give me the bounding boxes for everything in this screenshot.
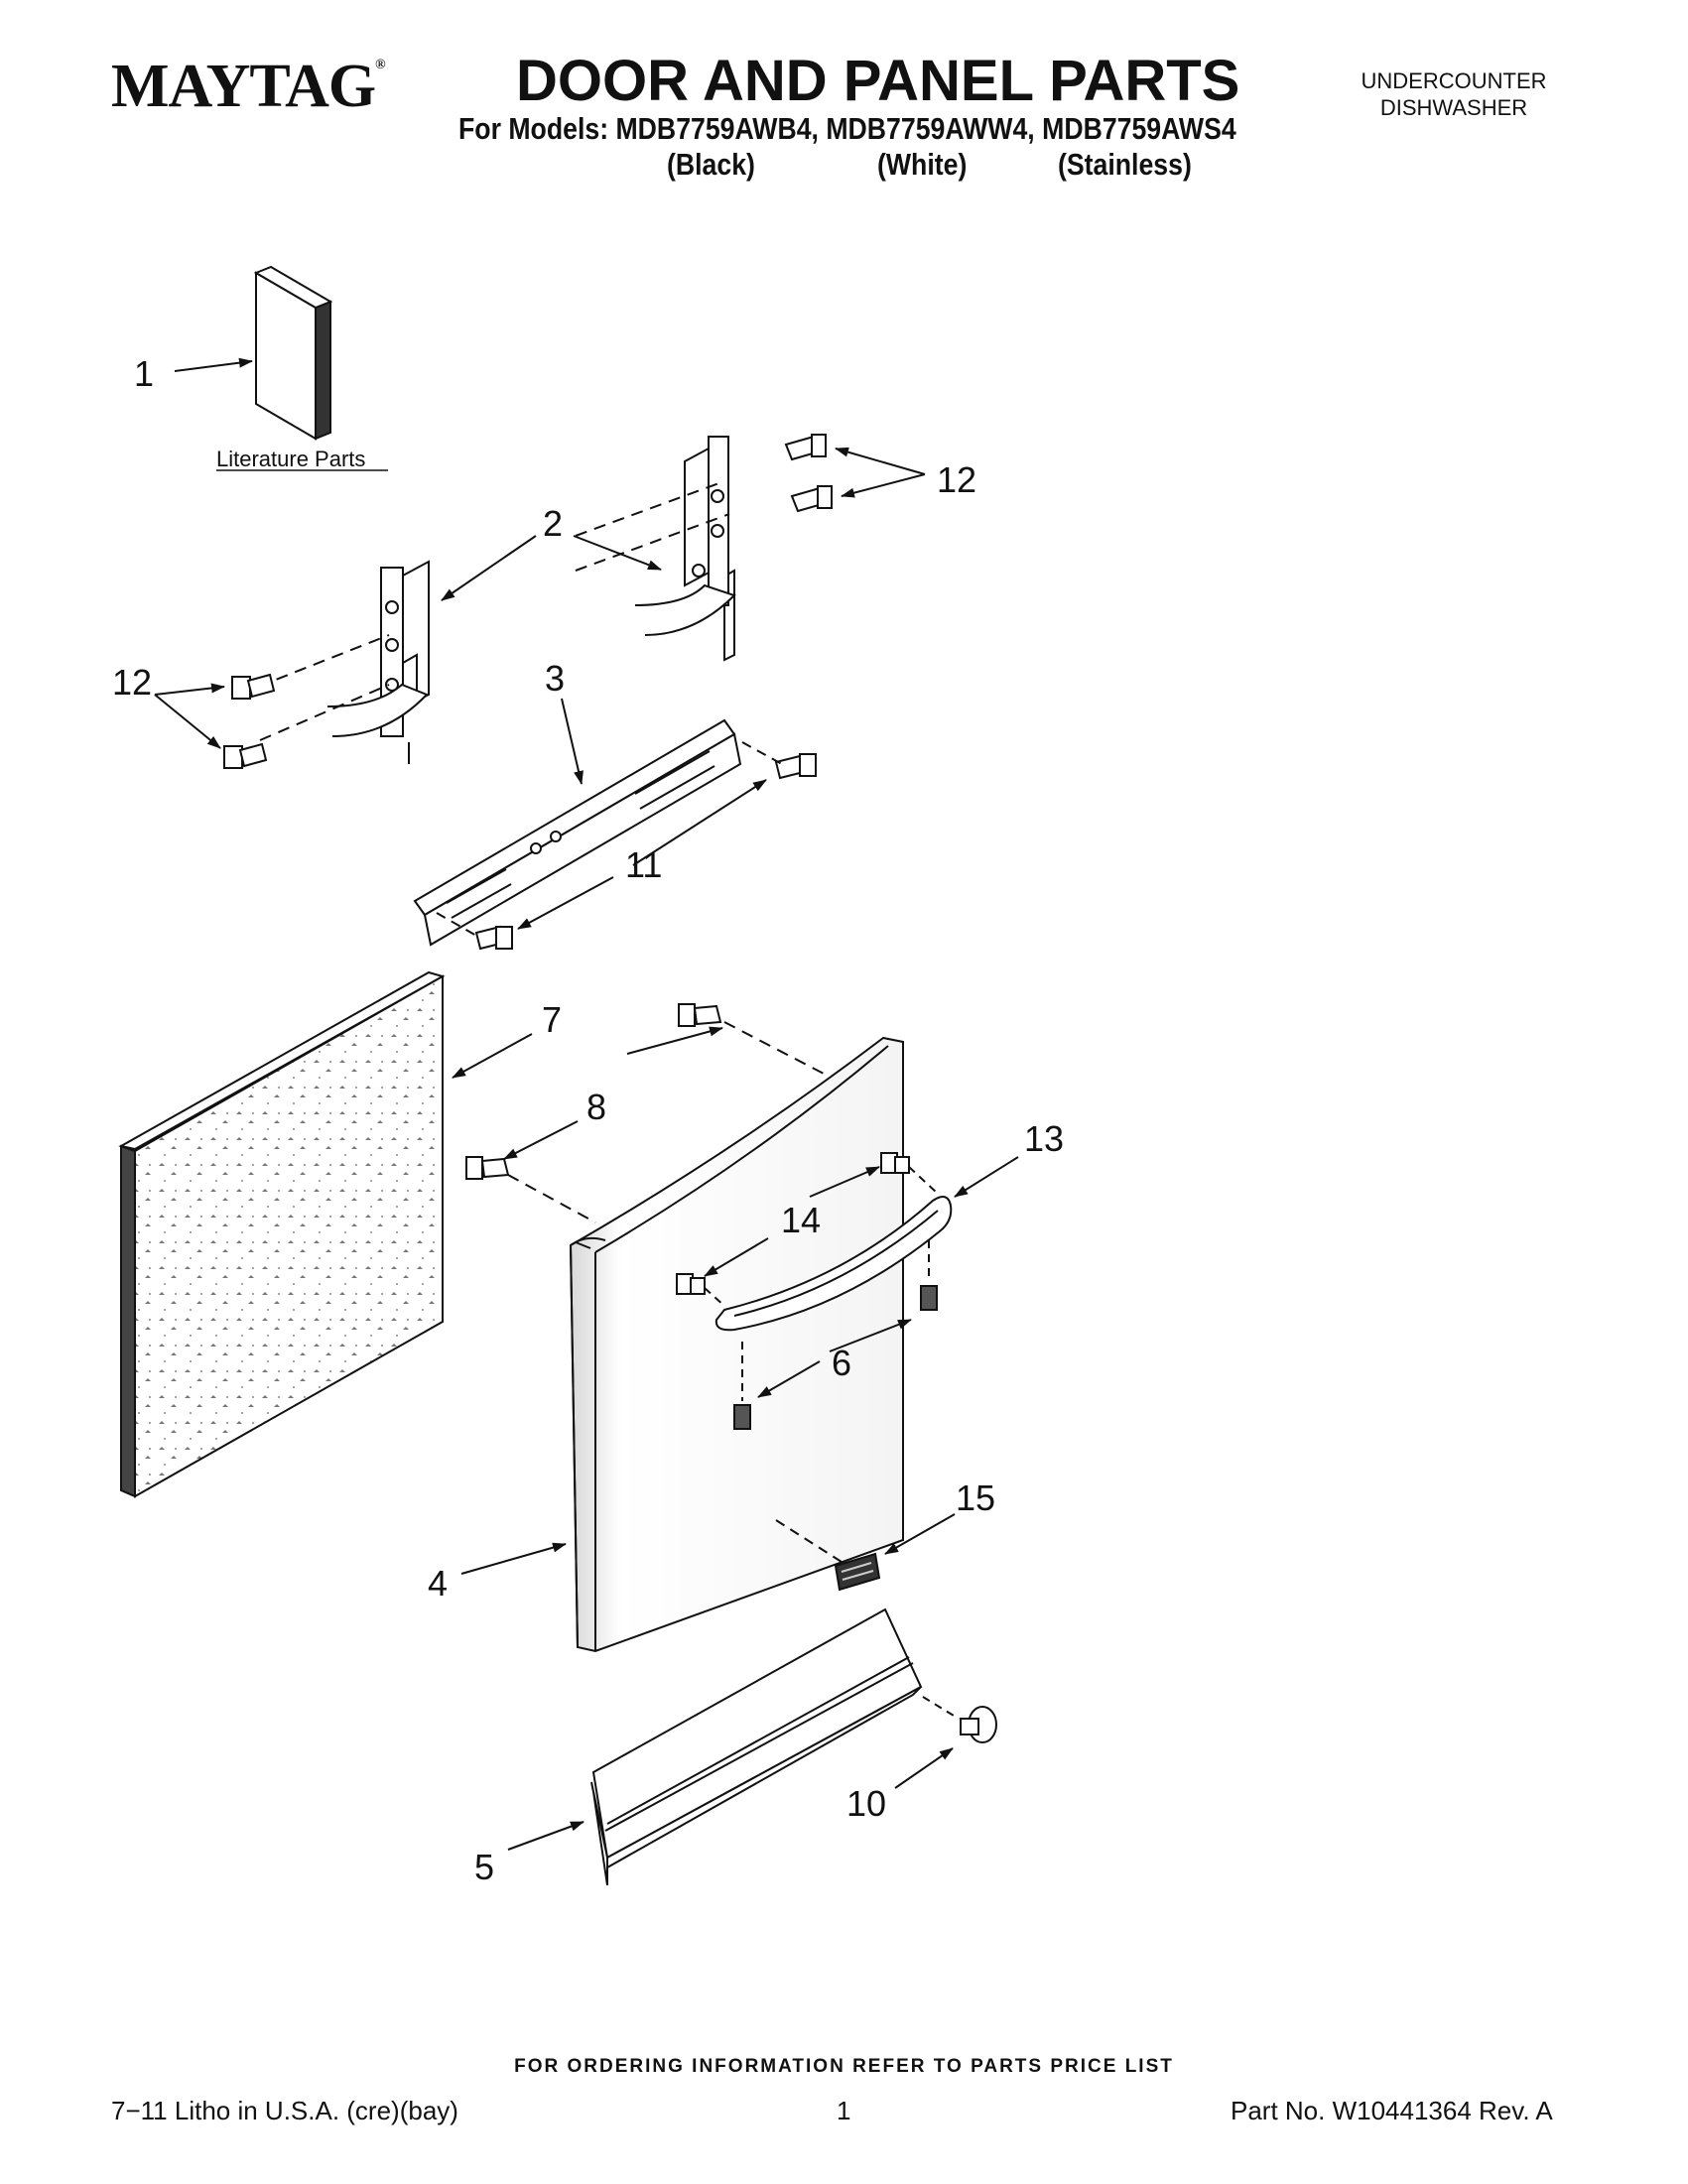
handle-stud-14-upper <box>880 1152 910 1174</box>
door-handle-part-13 <box>714 1196 953 1332</box>
callout-leader-5 <box>507 1821 584 1851</box>
mounting-bracket-right <box>575 436 736 662</box>
page-title: DOOR AND PANEL PARTS <box>516 49 1240 113</box>
callout-leader-12-left-upper <box>154 683 225 696</box>
callout-number-10: 10 <box>846 1783 886 1824</box>
screw-12-left-upper <box>231 673 276 700</box>
brand-name: MAYTAG <box>111 53 376 120</box>
callout-number-1: 1 <box>134 353 154 394</box>
callout-leader-10 <box>894 1747 954 1789</box>
category-line-1: UNDERCOUNTER <box>1361 68 1547 93</box>
variant-stainless: (Stainless) <box>1058 147 1192 182</box>
registered-mark: ® <box>375 58 386 72</box>
callout-number-5: 5 <box>474 1847 494 1887</box>
callout-leader-14-upper <box>809 1166 880 1198</box>
callout-leader-12-lower <box>841 473 926 498</box>
variant-black: (Black) <box>667 147 755 182</box>
screw-12-top-upper <box>784 434 827 461</box>
ordering-note: FOR ORDERING INFORMATION REFER TO PARTS … <box>514 2056 1174 2077</box>
callout-leader-6-right <box>829 1319 912 1352</box>
models-line: For Models: MDB7759AWB4, MDB7759AWW4, MD… <box>458 111 1236 146</box>
toe-kick-panel-part-5 <box>590 1607 923 1886</box>
callout-leader-11-right <box>632 779 767 866</box>
callout-number-2: 2 <box>543 503 563 544</box>
callout-leader-12-left-lower <box>154 694 221 749</box>
callout-number-11: 11 <box>625 844 662 885</box>
callout-leader-11-left <box>517 876 614 930</box>
callout-number-8: 8 <box>586 1087 606 1127</box>
callout-number-12-left: 12 <box>112 662 152 703</box>
screw-8-upper <box>678 1003 722 1027</box>
callout-number-13: 13 <box>1024 1118 1064 1159</box>
literature-parts-label: Literature Parts <box>216 447 365 471</box>
logo-badge-part-15 <box>834 1552 881 1592</box>
screw-part-10 <box>960 1706 997 1743</box>
brand-logo: MAYTAG® <box>111 52 386 122</box>
variant-white: (White) <box>877 147 968 182</box>
screw-11-left <box>474 925 513 951</box>
screw-8-lower <box>465 1156 510 1180</box>
callout-leader-7 <box>452 1033 533 1079</box>
callout-number-12-top: 12 <box>937 459 976 500</box>
callout-leader-8-lower <box>503 1120 579 1160</box>
callout-leader-3 <box>561 698 584 785</box>
set-screw-6-left <box>733 1404 751 1430</box>
screw-12-left-lower <box>223 742 268 769</box>
product-category: UNDERCOUNTER DISHWASHER <box>1320 67 1588 121</box>
callout-leader-4 <box>460 1542 567 1575</box>
literature-book-part-1 <box>174 265 333 441</box>
callout-leader-6-left <box>757 1360 821 1398</box>
callout-number-6: 6 <box>832 1343 851 1383</box>
callout-leader-12-upper <box>835 447 926 475</box>
callout-number-14: 14 <box>781 1200 821 1240</box>
door-backer-panel-part-7 <box>118 970 446 1498</box>
callout-leader-2b <box>573 535 662 571</box>
callout-leader-14-lower <box>704 1237 769 1277</box>
mounting-bracket-left <box>257 560 430 764</box>
callout-number-7: 7 <box>542 999 562 1040</box>
callout-number-4: 4 <box>428 1563 448 1604</box>
handle-stud-14-lower <box>676 1273 706 1295</box>
cross-rail-part-3 <box>413 718 742 947</box>
set-screw-6-right <box>920 1285 938 1311</box>
callout-leader-13 <box>954 1156 1019 1198</box>
callout-leader-15 <box>884 1513 956 1555</box>
outer-door-panel-part-4 <box>569 1036 904 1653</box>
callout-number-15: 15 <box>956 1477 995 1518</box>
screw-12-top-lower <box>790 485 833 513</box>
part-number: Part No. W10441364 Rev. A <box>1231 2096 1553 2125</box>
callout-leader-2a <box>441 535 537 601</box>
litho-line: 7−11 Litho in U.S.A. (cre)(bay) <box>111 2096 458 2125</box>
page-number: 1 <box>837 2096 851 2125</box>
callout-number-3: 3 <box>545 658 565 699</box>
screw-11-right <box>774 753 817 780</box>
category-line-2: DISHWASHER <box>1379 95 1528 120</box>
callout-leader-8-upper <box>626 1026 723 1055</box>
